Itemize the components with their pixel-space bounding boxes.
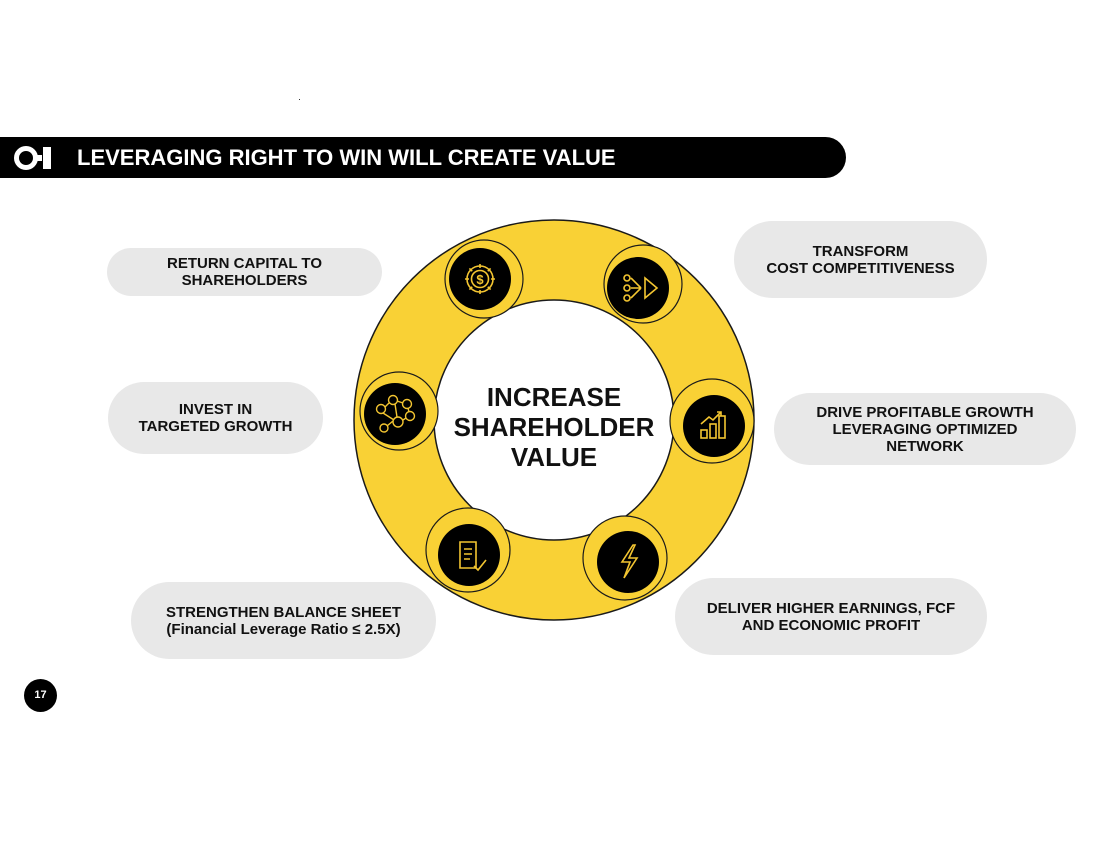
pill-line: DELIVER HIGHER EARNINGS, FCF bbox=[706, 599, 956, 617]
pill-line: TARGETED GROWTH bbox=[138, 418, 293, 435]
svg-text:$: $ bbox=[476, 272, 484, 287]
pill-invest-growth: INVEST IN TARGETED GROWTH bbox=[108, 382, 323, 454]
pill-line: COST COMPETITIVENESS bbox=[766, 259, 955, 277]
stray-dot bbox=[299, 99, 300, 100]
pill-drive-growth: DRIVE PROFITABLE GROWTH LEVERAGING OPTIM… bbox=[774, 393, 1076, 465]
pill-return-capital: RETURN CAPITAL TO SHAREHOLDERS bbox=[107, 248, 382, 296]
pill-line: DRIVE PROFITABLE GROWTH bbox=[816, 403, 1034, 421]
center-label-line: SHAREHOLDER bbox=[453, 412, 655, 442]
page-title: LEVERAGING RIGHT TO WIN WILL CREATE VALU… bbox=[77, 145, 616, 170]
pill-line: SHAREHOLDERS bbox=[181, 272, 308, 289]
header-bar: LEVERAGING RIGHT TO WIN WILL CREATE VALU… bbox=[0, 137, 846, 178]
pill-line: INVEST IN bbox=[178, 401, 253, 418]
company-logo bbox=[14, 146, 51, 170]
center-label: INCREASE SHAREHOLDER VALUE bbox=[437, 382, 671, 472]
node-drive-growth bbox=[669, 378, 755, 464]
dollar-gear-icon: $ bbox=[465, 264, 495, 294]
growth-chart-icon bbox=[700, 411, 726, 439]
node-strengthen-balance bbox=[425, 507, 511, 593]
center-label-line: INCREASE bbox=[486, 382, 622, 412]
funnel-arrow-icon bbox=[623, 274, 659, 302]
pill-transform-cost: TRANSFORM COST COMPETITIVENESS bbox=[734, 221, 987, 298]
pill-strengthen-balance: STRENGTHEN BALANCE SHEET (Financial Leve… bbox=[131, 582, 436, 659]
node-invest-growth bbox=[359, 371, 439, 451]
pill-line: (Financial Leverage Ratio ≤ 2.5X) bbox=[166, 620, 401, 638]
pill-line: AND ECONOMIC PROFIT bbox=[741, 616, 921, 634]
pill-deliver-earnings: DELIVER HIGHER EARNINGS, FCF AND ECONOMI… bbox=[675, 578, 987, 655]
pill-line: TRANSFORM bbox=[812, 242, 909, 260]
lightning-icon bbox=[620, 544, 639, 579]
pill-line: NETWORK bbox=[886, 437, 964, 455]
pill-line: LEVERAGING OPTIMIZED bbox=[832, 420, 1018, 438]
pill-line: RETURN CAPITAL TO bbox=[166, 255, 322, 272]
center-label-line: VALUE bbox=[510, 442, 598, 472]
page-number: 17 bbox=[24, 679, 57, 712]
node-return-capital: $ bbox=[444, 239, 524, 319]
node-deliver-earnings bbox=[582, 515, 668, 601]
document-check-icon bbox=[459, 541, 487, 572]
node-transform-cost bbox=[603, 244, 683, 324]
pill-line: STRENGTHEN BALANCE SHEET bbox=[165, 603, 401, 621]
network-icon bbox=[375, 394, 416, 433]
